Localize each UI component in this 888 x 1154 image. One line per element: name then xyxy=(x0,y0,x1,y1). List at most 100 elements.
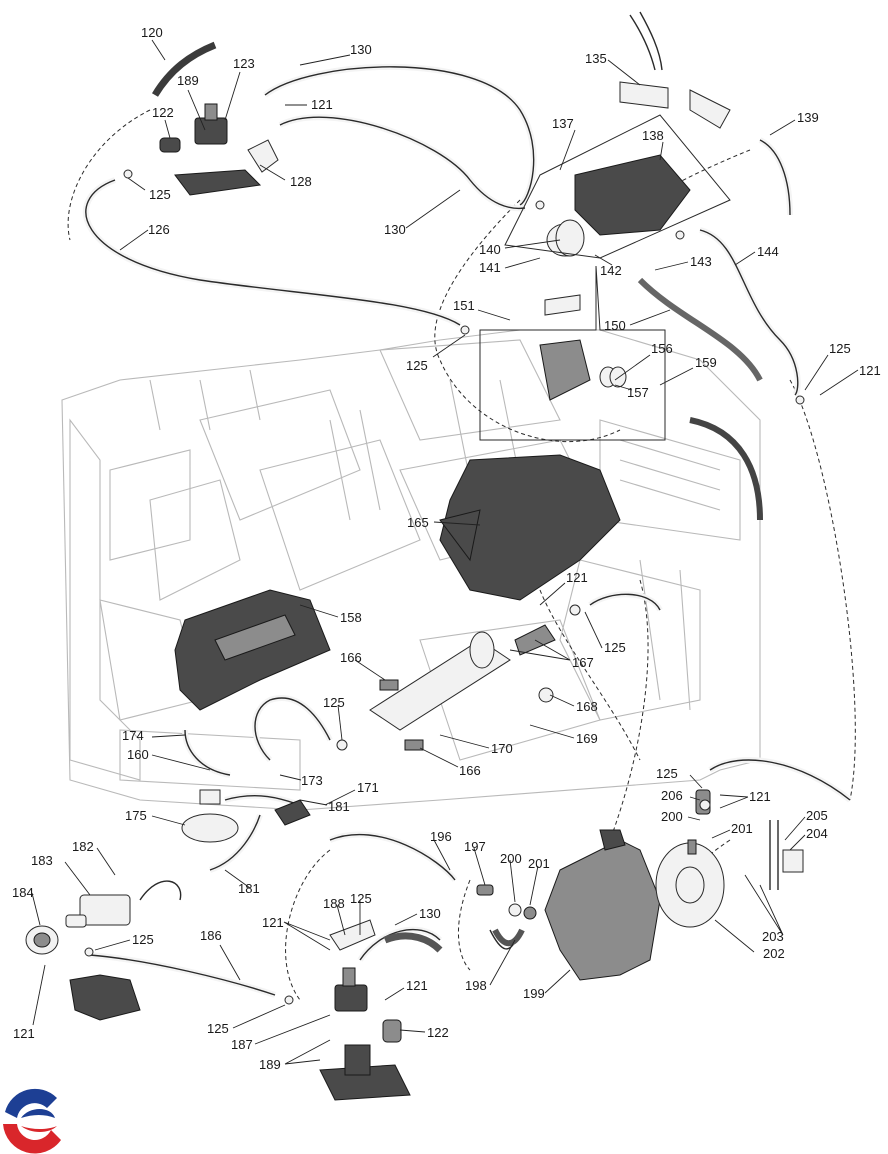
callout-200: 200 xyxy=(661,809,683,824)
mounting-plate-128 xyxy=(174,169,262,196)
callout-139: 139 xyxy=(797,110,819,125)
fitting-122-top xyxy=(159,137,181,153)
valve-body-156 xyxy=(539,339,591,401)
part-171 xyxy=(274,799,311,826)
callout-150: 150 xyxy=(604,318,626,333)
connector-135 xyxy=(619,81,669,109)
callout-125i: 125 xyxy=(207,1021,229,1036)
callout-156: 156 xyxy=(651,341,673,356)
ring-142 xyxy=(555,219,585,257)
callout-126: 126 xyxy=(148,222,170,237)
callout-201b: 201 xyxy=(528,856,550,871)
callout-130b: 130 xyxy=(384,222,406,237)
callout-143: 143 xyxy=(690,254,712,269)
callout-196: 196 xyxy=(430,829,452,844)
callout-125e: 125 xyxy=(323,695,345,710)
callout-171: 171 xyxy=(357,780,379,795)
callout-121d: 121 xyxy=(749,789,771,804)
callout-166b: 166 xyxy=(459,763,481,778)
callout-188: 188 xyxy=(323,896,345,911)
callout-182: 182 xyxy=(72,839,94,854)
callout-157: 157 xyxy=(627,385,649,400)
callout-121: 121 xyxy=(311,97,333,112)
callout-137: 137 xyxy=(552,116,574,131)
callout-160: 160 xyxy=(127,747,149,762)
brand-swirl-logo-icon xyxy=(1,1086,69,1154)
callout-125f: 125 xyxy=(656,766,678,781)
bracket-pump xyxy=(69,974,141,1021)
callout-125d: 125 xyxy=(604,640,626,655)
callout-187: 187 xyxy=(231,1037,253,1052)
callout-125b: 125 xyxy=(406,358,428,373)
callout-201: 201 xyxy=(731,821,753,836)
callout-206: 206 xyxy=(661,788,683,803)
boiler-199 xyxy=(544,839,661,981)
callout-169: 169 xyxy=(576,731,598,746)
brew-group-137 xyxy=(574,154,691,236)
parts xyxy=(25,81,805,1101)
ring-200 xyxy=(508,903,522,917)
callout-158: 158 xyxy=(340,610,362,625)
callout-167: 167 xyxy=(572,655,594,670)
callout-125c: 125 xyxy=(829,341,851,356)
ring-201 xyxy=(523,906,537,920)
solenoid-stem xyxy=(204,103,218,121)
callout-130: 130 xyxy=(350,42,372,57)
clip-166b xyxy=(404,739,424,751)
callout-142: 142 xyxy=(600,263,622,278)
callout-181: 181 xyxy=(328,799,350,814)
callout-199: 199 xyxy=(523,986,545,1001)
callout-120: 120 xyxy=(141,25,163,40)
callout-121b: 121 xyxy=(859,363,881,378)
solenoid-valve-top xyxy=(194,117,228,145)
elbow-128 xyxy=(247,139,279,173)
fitting-122-bottom xyxy=(382,1019,402,1043)
callout-197: 197 xyxy=(464,839,486,854)
callout-200b: 200 xyxy=(500,851,522,866)
callout-170: 170 xyxy=(491,741,513,756)
callout-labels: 120 189 123 130 121 122 125 128 126 130 … xyxy=(12,25,881,1072)
callout-125: 125 xyxy=(149,187,171,202)
callout-183: 183 xyxy=(31,853,53,868)
fitting-188 xyxy=(329,919,376,951)
bracket-135 xyxy=(689,89,731,129)
callout-166: 166 xyxy=(340,650,362,665)
pump-183 xyxy=(79,894,131,926)
callout-130c: 130 xyxy=(419,906,441,921)
solenoid-valve-187 xyxy=(334,984,368,1012)
callout-141: 141 xyxy=(479,260,501,275)
callout-121e: 121 xyxy=(262,915,284,930)
detail-boxes xyxy=(479,114,731,441)
callout-168: 168 xyxy=(576,699,598,714)
callout-135: 135 xyxy=(585,51,607,66)
flowmeter-175 xyxy=(181,813,239,843)
callout-140: 140 xyxy=(479,242,501,257)
machine-housing-outline xyxy=(61,329,761,811)
callout-184: 184 xyxy=(12,885,34,900)
callout-202: 202 xyxy=(763,946,785,961)
connector-204 xyxy=(782,849,804,873)
fitting-197 xyxy=(476,884,494,896)
bracket-151 xyxy=(544,294,581,316)
callout-189: 189 xyxy=(177,73,199,88)
callout-128: 128 xyxy=(290,174,312,189)
callout-204: 204 xyxy=(806,826,828,841)
sensor-168 xyxy=(538,687,554,703)
callout-174: 174 xyxy=(122,728,144,743)
callout-138: 138 xyxy=(642,128,664,143)
callout-125g: 125 xyxy=(350,891,372,906)
callout-203: 203 xyxy=(762,929,784,944)
callout-144: 144 xyxy=(757,244,779,259)
callout-175: 175 xyxy=(125,808,147,823)
callout-189b: 189 xyxy=(259,1057,281,1072)
callout-121g: 121 xyxy=(406,978,428,993)
callout-121f: 121 xyxy=(13,1026,35,1041)
callout-123: 123 xyxy=(233,56,255,71)
callout-122: 122 xyxy=(152,105,174,120)
callout-159: 159 xyxy=(695,355,717,370)
leader-lines xyxy=(31,39,859,1065)
callout-122b: 122 xyxy=(427,1025,449,1040)
callout-125h: 125 xyxy=(132,932,154,947)
callout-198: 198 xyxy=(465,978,487,993)
